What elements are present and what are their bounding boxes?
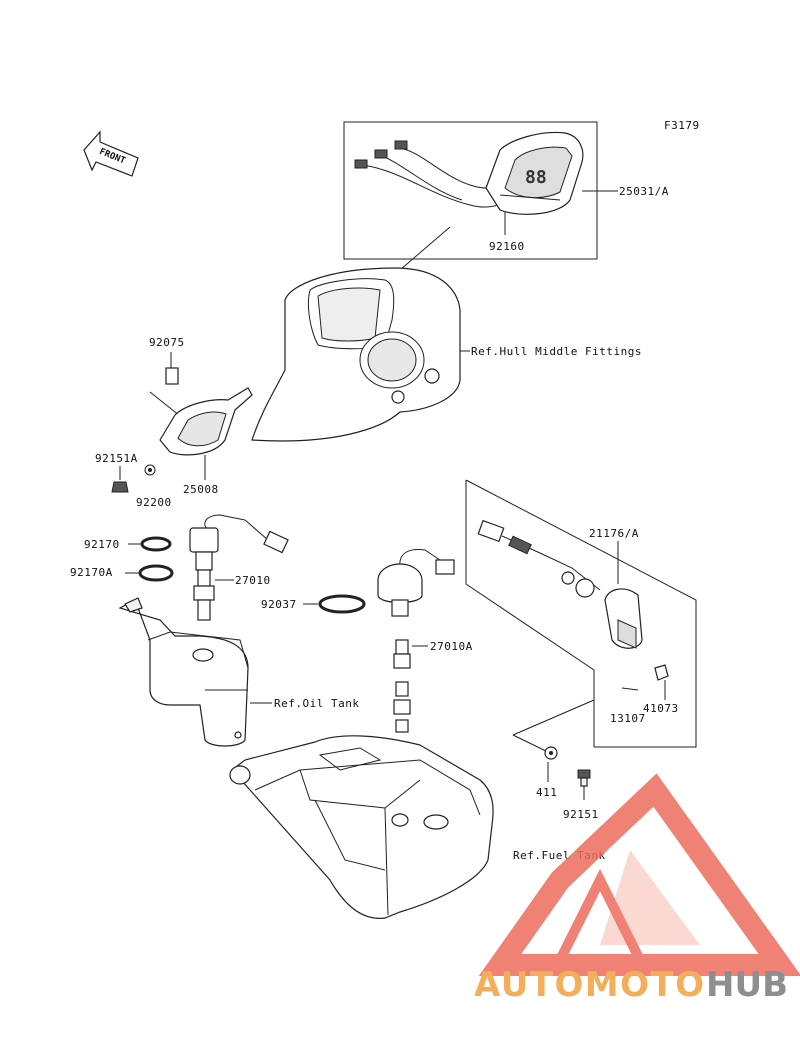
oil-level-sensor-27010	[189, 514, 289, 621]
watermark-text-part1: AUTOMOTO	[474, 965, 704, 1005]
label-92037: 92037	[261, 598, 297, 611]
label-411: 411	[536, 786, 557, 799]
label-41073: 41073	[643, 702, 679, 715]
clamp-92037	[318, 594, 366, 614]
label-25031A: 25031/A	[619, 185, 669, 198]
label-21176A: 21176/A	[589, 527, 639, 540]
label-ref-oil-tank: Ref.Oil Tank	[274, 697, 359, 710]
figure-code: F3179	[664, 119, 700, 132]
bolt-92151	[577, 769, 591, 787]
automotohub-watermark-logo: AUTOMOTO HUB	[474, 773, 800, 1005]
nut-411	[544, 746, 558, 760]
label-92151A: 92151A	[95, 452, 138, 465]
fuel-level-sensor-27010A	[377, 549, 455, 733]
svg-text:88: 88	[525, 167, 547, 188]
label-92151: 92151	[563, 808, 599, 821]
front-arrow-icon: FRONT	[83, 130, 139, 177]
label-13107: 13107	[610, 712, 646, 725]
label-27010A: 27010A	[430, 640, 473, 653]
label-92200: 92200	[136, 496, 172, 509]
hull-middle-fittings	[251, 226, 470, 442]
label-27010: 27010	[235, 574, 271, 587]
bracket-25008	[159, 387, 253, 456]
fuel-tank	[229, 735, 494, 919]
clamp-92170A	[138, 564, 174, 582]
watermark-text-part2: HUB	[706, 965, 788, 1005]
label-92160: 92160	[489, 240, 525, 253]
label-ref-hull-middle-fittings: Ref.Hull Middle Fittings	[471, 345, 642, 358]
meter-unit: 88	[485, 131, 584, 215]
bolt-92151A	[111, 481, 129, 493]
label-92075: 92075	[149, 336, 185, 349]
label-92170A: 92170A	[70, 566, 113, 579]
oil-tank	[118, 597, 249, 747]
clamp-92170	[140, 536, 172, 552]
grommet-92075	[165, 367, 179, 385]
speed-sensor-box	[465, 479, 697, 753]
label-25008: 25008	[183, 483, 219, 496]
meter-assembly-box: 88	[343, 121, 618, 260]
label-92170: 92170	[84, 538, 120, 551]
